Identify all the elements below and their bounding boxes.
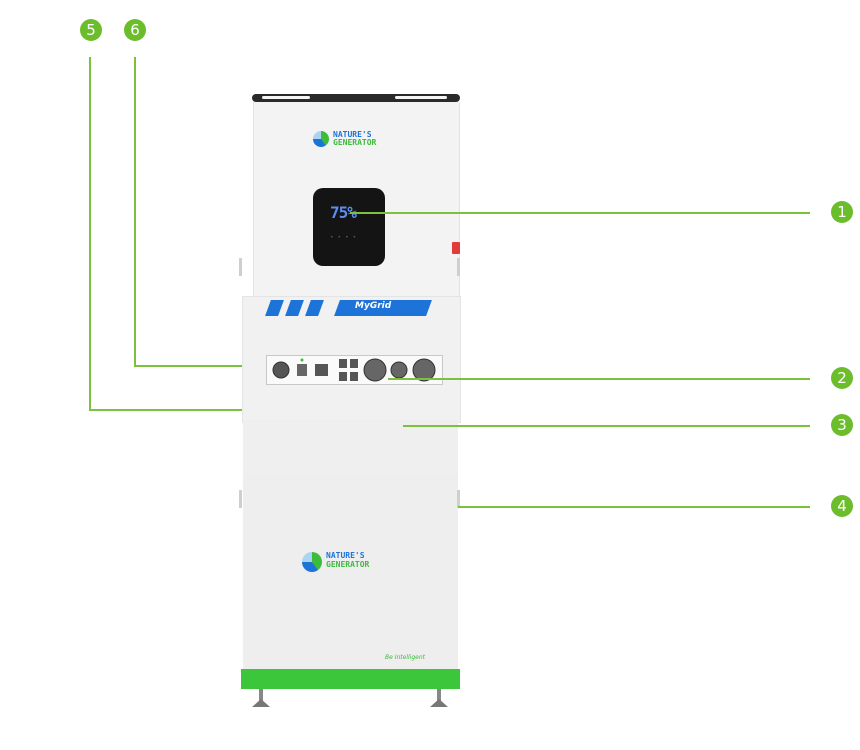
display-screen: [313, 188, 385, 266]
input-port-icon: [272, 361, 290, 379]
leaf-logo-icon: [313, 131, 329, 147]
twist-lock-outlet-icon: [412, 358, 436, 382]
ethernet-port-icon: [315, 364, 328, 376]
foot-right-icon: [430, 689, 448, 707]
twist-lock-outlet-icon: [390, 361, 408, 379]
callout-4-line: [458, 506, 810, 508]
callout-6-line-horizontal: [134, 365, 282, 367]
tagline: Be Intelligent: [385, 654, 425, 661]
callout-5-line-vertical: [89, 57, 91, 410]
callout-1-line: [350, 212, 810, 214]
battery-module-upper: [243, 420, 458, 476]
brand-name-line2: GENERATOR: [326, 560, 370, 569]
foot-left-icon: [252, 689, 270, 707]
brand-name-line2: GENERATOR: [333, 138, 377, 147]
battery-handle-right: [457, 490, 460, 508]
model-label: MyGrid: [355, 301, 392, 311]
callout-6: 6: [124, 19, 146, 41]
usb-port-icon: [297, 364, 307, 376]
side-handle-right: [457, 258, 460, 276]
red-switch-icon: [452, 242, 460, 254]
callout-2-line: [388, 378, 810, 380]
callout-5-line-horizontal: [89, 409, 295, 411]
outlet-icon: [339, 359, 347, 368]
callout-3: 3: [831, 414, 853, 436]
callout-3-line: [403, 425, 810, 427]
outlet-icon: [350, 359, 358, 368]
status-led-icon: [300, 358, 304, 362]
io-ports-svg: [272, 358, 436, 382]
screen-readout: 75%: [330, 203, 357, 222]
outlet-icon: [339, 372, 347, 381]
brand-name-line1: NATURE'S: [333, 130, 372, 139]
battery-module: [243, 475, 458, 670]
handle-highlight: [395, 96, 447, 99]
top-handle: [252, 94, 460, 102]
brand-name-line1: NATURE'S: [326, 551, 365, 560]
screen-indicator-dots: ••••: [330, 234, 361, 241]
callout-5: 5: [80, 19, 102, 41]
twist-lock-outlet-icon: [363, 358, 387, 382]
side-handle-left: [239, 258, 242, 276]
callout-6-line-vertical: [134, 57, 136, 367]
handle-highlight: [262, 96, 310, 99]
callout-1: 1: [831, 201, 853, 223]
green-base: [241, 669, 460, 689]
callout-2: 2: [831, 367, 853, 389]
leaf-logo-icon: [302, 552, 322, 572]
outlet-icon: [350, 372, 358, 381]
io-panel: [266, 355, 443, 385]
battery-handle-left: [239, 490, 242, 508]
callout-4: 4: [831, 495, 853, 517]
